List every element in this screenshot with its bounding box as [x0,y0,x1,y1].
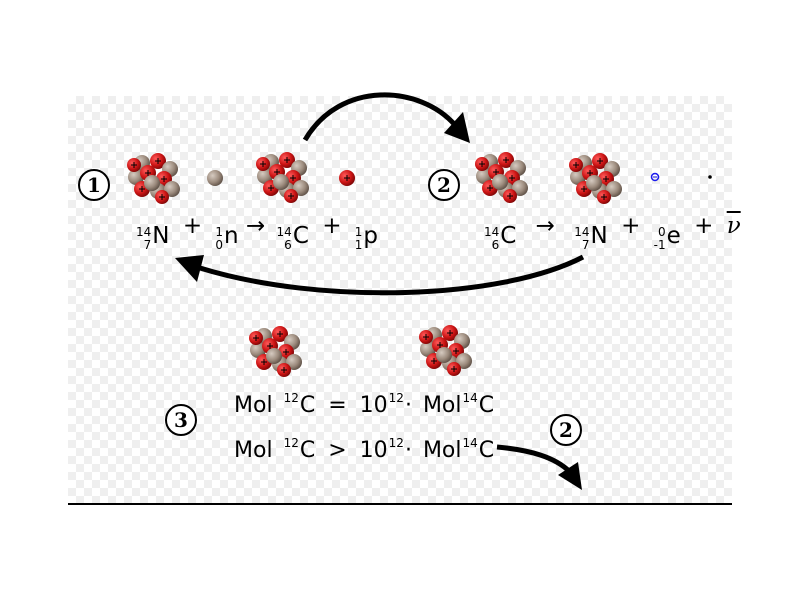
nitrogen-14-nucleus-icon [126,152,181,205]
factor-base: 10 [359,438,388,463]
carbon-symbol: C [299,438,316,463]
greater-than-sign: > [328,438,347,463]
proton-icon [339,170,355,186]
mol-label: Mol [234,393,273,418]
carbon-14-decay-nucleus-icon [474,151,529,204]
mass-number: 14 [462,436,478,450]
equals-sign: = [328,393,347,418]
reaction-arrow: → [245,213,266,239]
mol-label: Mol [422,393,462,418]
arrow-decay-icon [496,444,582,490]
mass-number: 12 [283,391,299,405]
arrow-top-icon [302,92,470,143]
badge-label: 1 [87,173,101,197]
carbon-symbol: C [478,393,495,418]
ratio-equal-equation: Mol 12C = 1012· Mol14C [234,392,495,418]
mol-label: Mol [422,438,462,463]
neutron-icon [207,170,223,186]
antineutrino-icon [708,175,712,179]
carbon-symbol: C [478,438,495,463]
plus-sign: + [694,213,714,239]
baseline-rule [68,503,732,505]
factor-base: 10 [359,393,388,418]
carbon-14-nucleus-icon [255,151,310,204]
electron-icon [650,172,660,182]
step-2-repeat-badge: 2 [550,414,582,446]
mass-number: 12 [283,436,299,450]
factor-exponent: 12 [388,436,404,450]
arrow-return-icon [175,254,585,296]
step-1-badge: 1 [78,169,110,201]
mass-number: 14 [462,391,478,405]
multiply-dot: · [404,393,412,418]
plus-sign: + [322,213,342,239]
antineutrino-symbol: ν [726,213,741,239]
badge-label: 2 [559,418,573,442]
nitrogen-14-product-nucleus-icon [568,152,623,205]
multiply-dot: · [404,438,412,463]
mol-label: Mol [234,438,273,463]
badge-label: 2 [437,173,451,197]
carbon-14-sample-nucleus-icon [418,324,473,377]
step-2-badge: 2 [428,169,460,201]
reaction-arrow: → [535,213,555,239]
plus-sign: + [621,213,641,239]
plus-sign: + [182,213,203,239]
carbon-12-nucleus-icon [248,325,303,378]
step-3-badge: 3 [165,404,197,436]
factor-exponent: 12 [388,391,404,405]
ratio-greater-equation: Mol 12C > 1012· Mol14C [234,437,495,463]
badge-label: 3 [174,408,188,432]
diagram-canvas [68,96,732,505]
carbon-symbol: C [299,393,316,418]
